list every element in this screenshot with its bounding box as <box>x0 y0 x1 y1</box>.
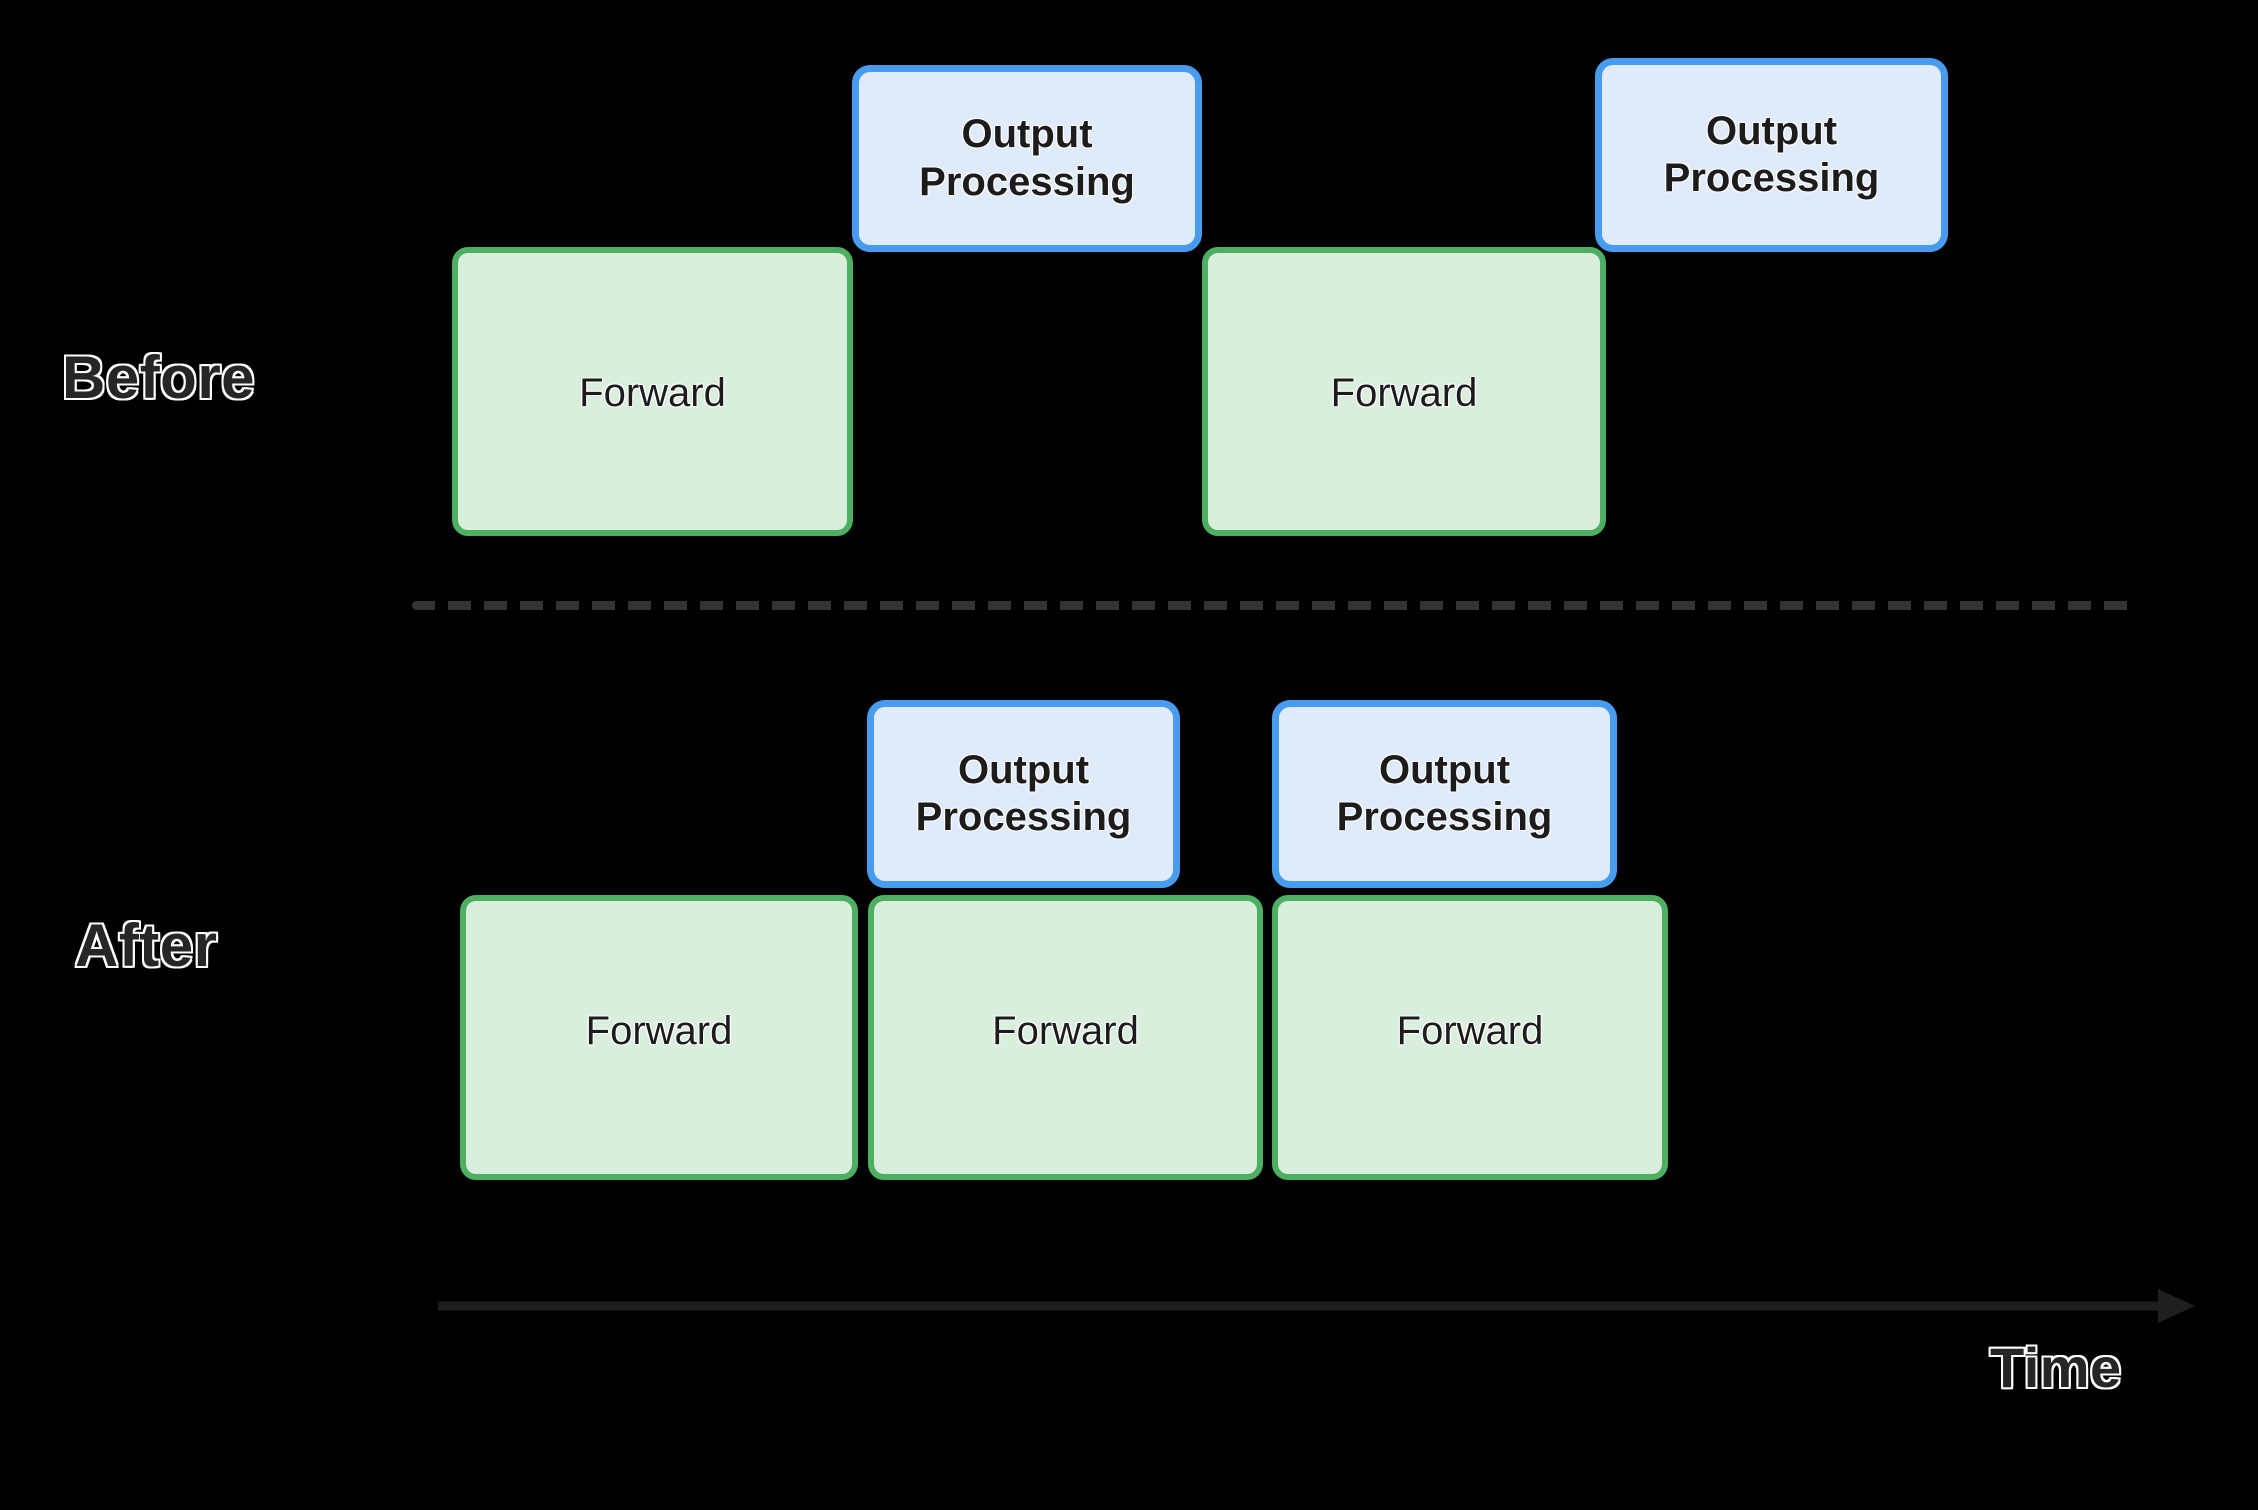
after-forward-block-1: Forward <box>460 895 858 1180</box>
axis-label-time: Time <box>1989 1336 2123 1399</box>
block-label-line2: Processing <box>919 159 1135 204</box>
block-label-line2: Processing <box>1336 795 1553 839</box>
time-axis-arrow <box>438 1288 2198 1324</box>
before-forward-block-2: Forward <box>1202 247 1606 536</box>
block-label: Forward <box>992 1008 1139 1053</box>
block-label-line2: Processing <box>1663 156 1880 200</box>
arrow-right-icon <box>438 1289 2195 1323</box>
after-forward-block-3: Forward <box>1272 895 1668 1180</box>
block-label-line1: Output <box>1378 747 1511 792</box>
dashed-line <box>412 601 2132 610</box>
block-label: Forward <box>579 370 726 415</box>
row-label-after: After <box>74 912 219 979</box>
block-label-line1: Output <box>1705 108 1838 153</box>
block-label-line1: Output <box>961 112 1093 157</box>
section-divider <box>412 601 2132 610</box>
block-label: Forward <box>1330 370 1478 415</box>
after-forward-block-2: Forward <box>868 895 1263 1180</box>
block-label-line1: Output <box>957 747 1090 792</box>
row-label-before: Before <box>60 344 256 411</box>
before-forward-block-1: Forward <box>452 247 853 536</box>
block-label: Forward <box>585 1008 733 1053</box>
block-label-line2: Processing <box>915 795 1132 839</box>
block-label: Forward <box>1396 1008 1544 1053</box>
